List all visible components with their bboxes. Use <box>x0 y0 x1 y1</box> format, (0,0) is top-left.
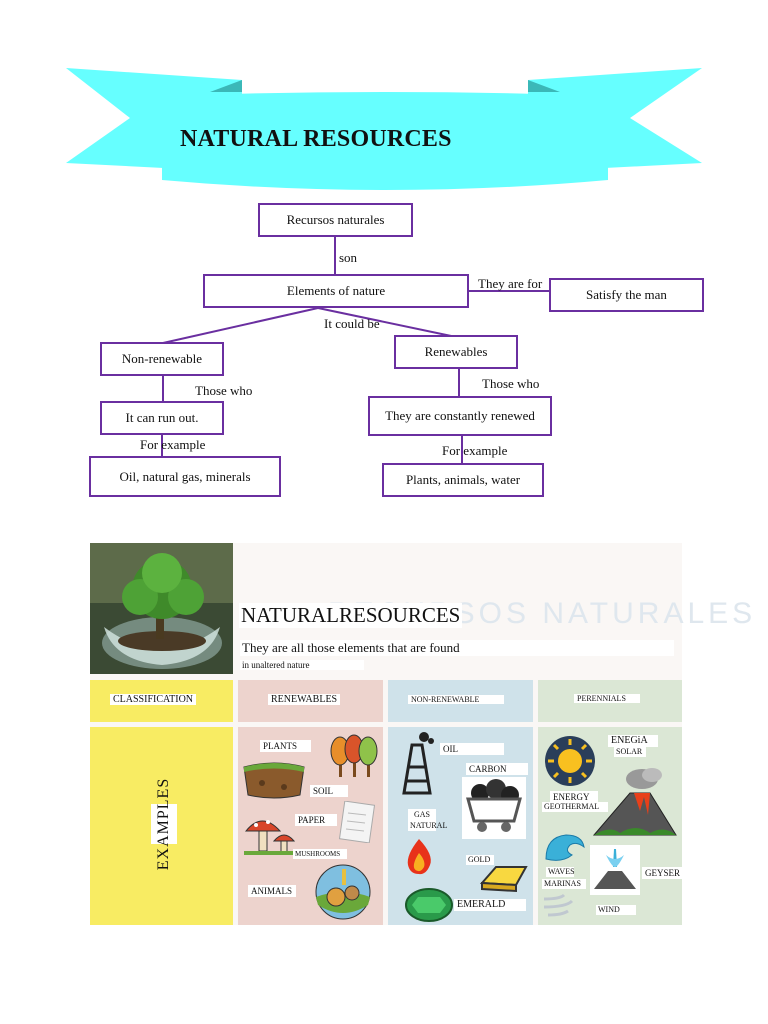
waves-icon <box>545 834 585 861</box>
link-for-example-left: For example <box>140 437 206 452</box>
oil-rig-icon <box>402 732 434 795</box>
link-those-who-right: Those who <box>482 376 540 391</box>
link-for-example-right: For example <box>442 443 508 458</box>
perennials-column: ENEGiA SOLAR ENERGY GEOTHERMAL WAVES MAR… <box>538 727 682 925</box>
examples-cell: EXAMPLES <box>90 727 233 925</box>
fire-icon <box>407 839 431 875</box>
label-mushrooms: MUSHROOMS <box>293 849 347 859</box>
label-energy: ENERGY <box>550 791 598 803</box>
link-those-who-left: Those who <box>195 383 253 398</box>
label-gas-natural: GAS NATURAL <box>408 809 448 831</box>
non-renewable-column: OIL CARBON GAS NATURAL GOLD EMERALD <box>388 727 533 925</box>
header-classification-cell: CLASSIFICATION <box>90 680 233 722</box>
infographic: RECURSOS NATURALES NATURALRESOURCES They… <box>90 543 752 925</box>
label-emerald: EMERALD <box>454 899 526 911</box>
header-renewables: RENEWABLES <box>268 694 341 705</box>
header-perennials: PERENNIALS <box>574 694 640 703</box>
concept-elements: Elements of nature <box>203 274 469 308</box>
label-solar: SOLAR <box>614 747 646 757</box>
header-renewables-cell: RENEWABLES <box>238 680 383 722</box>
concept-satisfy: Satisfy the man <box>549 278 704 312</box>
concept-map-lines <box>161 237 550 463</box>
label-geyser: GEYSER <box>642 867 682 879</box>
coal-cart-icon <box>462 777 526 839</box>
page-title: NATURAL RESOURCES <box>180 126 452 152</box>
solar-energy-icon <box>545 736 595 786</box>
paper-icon <box>338 801 376 843</box>
link-it-could-be: It could be <box>324 316 380 331</box>
gold-bar-icon <box>480 866 528 893</box>
label-plants: PLANTS <box>260 740 311 752</box>
concept-example-left: Oil, natural gas, minerals <box>89 456 281 497</box>
title-banner <box>66 68 702 190</box>
concept-root: Recursos naturales <box>258 203 413 237</box>
label-geothermal: GEOTHERMAL <box>542 802 608 812</box>
header-classification: CLASSIFICATION <box>110 694 197 705</box>
header-perennials-cell: PERENNIALS <box>538 680 682 722</box>
concept-renewed: They are constantly renewed <box>368 396 552 436</box>
infographic-subtitle-2: in unaltered nature <box>240 660 364 670</box>
label-wind: WIND <box>596 905 636 915</box>
label-soil: SOIL <box>310 785 348 797</box>
label-energia: ENEGiA <box>608 735 658 747</box>
soil-icon <box>243 762 305 799</box>
header-non-renewable-cell: NON-RENEWABLE <box>388 680 533 722</box>
concept-example-right: Plants, animals, water <box>382 463 544 497</box>
label-oil: OIL <box>440 743 504 755</box>
header-non-renewable: NON-RENEWABLE <box>408 695 504 704</box>
label-gold: GOLD <box>466 855 494 865</box>
geyser-icon <box>590 845 640 895</box>
animals-icon <box>315 864 371 920</box>
link-son: son <box>339 250 358 265</box>
label-marinas: MARINAS <box>542 879 586 889</box>
wind-icon <box>543 893 574 917</box>
label-paper: PAPER <box>295 814 337 826</box>
label-carbon: CARBON <box>466 763 528 775</box>
mushroom-icon <box>244 820 296 855</box>
emerald-icon <box>405 888 453 922</box>
concept-non-renewable: Non-renewable <box>100 342 224 376</box>
infographic-title: NATURALRESOURCES <box>239 603 463 628</box>
infographic-subtitle: They are all those elements that are fou… <box>240 640 674 656</box>
examples-label: EXAMPLES <box>151 778 177 870</box>
trees-icon <box>330 734 378 777</box>
concept-run-out: It can run out. <box>100 401 224 435</box>
label-animals: ANIMALS <box>248 885 296 897</box>
link-they-are-for: They are for <box>478 276 543 291</box>
tree-globe-image <box>90 543 233 674</box>
volcano-icon <box>592 768 677 836</box>
label-waves: WAVES <box>546 867 575 877</box>
renewables-column: PLANTS SOIL PAPER MUSHROOMS ANIMALS <box>238 727 383 925</box>
banner-center <box>162 92 608 190</box>
concept-renewables: Renewables <box>394 335 518 369</box>
